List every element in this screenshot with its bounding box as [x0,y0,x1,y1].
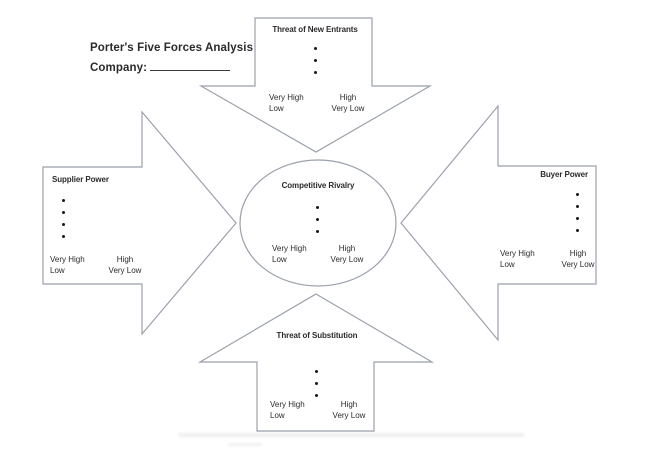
rating-dots-top [314,47,317,74]
scale-high: High [338,244,356,253]
company-row: Company: [90,58,253,78]
rating-dots-center [316,206,319,233]
rating-scale-right: Very High High Low Very Low [500,248,602,270]
threat-of-substitution-arrow [197,293,435,432]
scale-high: High [339,93,357,102]
scale-very-low: Very Low [330,255,364,264]
scale-very-high: Very High [500,249,535,258]
force-label-threat-of-new-entrants: Threat of New Entrants [272,25,358,34]
scale-high: High [569,249,587,258]
rating-dot [314,47,317,50]
buyer-power-arrow [400,104,597,342]
scale-very-low: Very Low [108,266,142,275]
scan-artifact [228,443,262,446]
force-label-threat-of-substitution: Threat of Substitution [276,331,358,340]
rating-dot [315,382,318,385]
force-label-supplier-power: Supplier Power [52,175,109,184]
rating-dot [316,230,319,233]
scale-very-high: Very High [272,244,307,253]
rating-dot [576,217,579,220]
scale-low: Low [270,411,285,420]
rating-dot [314,59,317,62]
scale-very-low: Very Low [332,411,366,420]
rating-dot [576,229,579,232]
scale-low: Low [269,104,284,113]
header: Porter's Five Forces Analysis Company: [90,38,253,78]
rating-scale-left: Very High High Low Very Low [50,254,146,276]
threat-of-new-entrants-arrow [198,17,433,153]
rating-dot [62,199,65,202]
rating-dot [316,206,319,209]
scale-very-high: Very High [269,93,304,102]
rating-dots-right [576,193,579,232]
scan-artifact [178,433,524,437]
rating-scale-bottom: Very High High Low Very Low [270,399,374,421]
rating-dot [315,394,318,397]
rating-scale-top: Very High High Low Very Low [269,92,373,114]
force-label-competitive-rivalry: Competitive Rivalry [281,181,355,190]
scale-very-high: Very High [50,255,85,264]
rating-dot [316,218,319,221]
competitive-rivalry-ellipse [239,159,397,287]
supplier-power-arrow [42,110,237,336]
scale-low: Low [500,260,515,269]
rating-dots-left [62,199,65,238]
scale-very-high: Very High [270,400,305,409]
company-label: Company: [90,62,148,74]
scale-high: High [340,400,358,409]
rating-dot [314,71,317,74]
rating-dots-bottom [315,370,318,397]
rating-dot [62,235,65,238]
scale-low: Low [272,255,287,264]
scale-very-low: Very Low [331,104,365,113]
scale-high: High [116,255,134,264]
rating-dot [576,193,579,196]
page-title: Porter's Five Forces Analysis [90,42,254,54]
rating-dot [62,223,65,226]
rating-dot [62,211,65,214]
scale-low: Low [50,266,65,275]
scale-very-low: Very Low [561,260,595,269]
rating-dot [576,205,579,208]
rating-dot [315,370,318,373]
force-label-buyer-power: Buyer Power [540,170,588,179]
rating-scale-center: Very High High Low Very Low [272,243,368,265]
company-blank-line [150,59,231,71]
